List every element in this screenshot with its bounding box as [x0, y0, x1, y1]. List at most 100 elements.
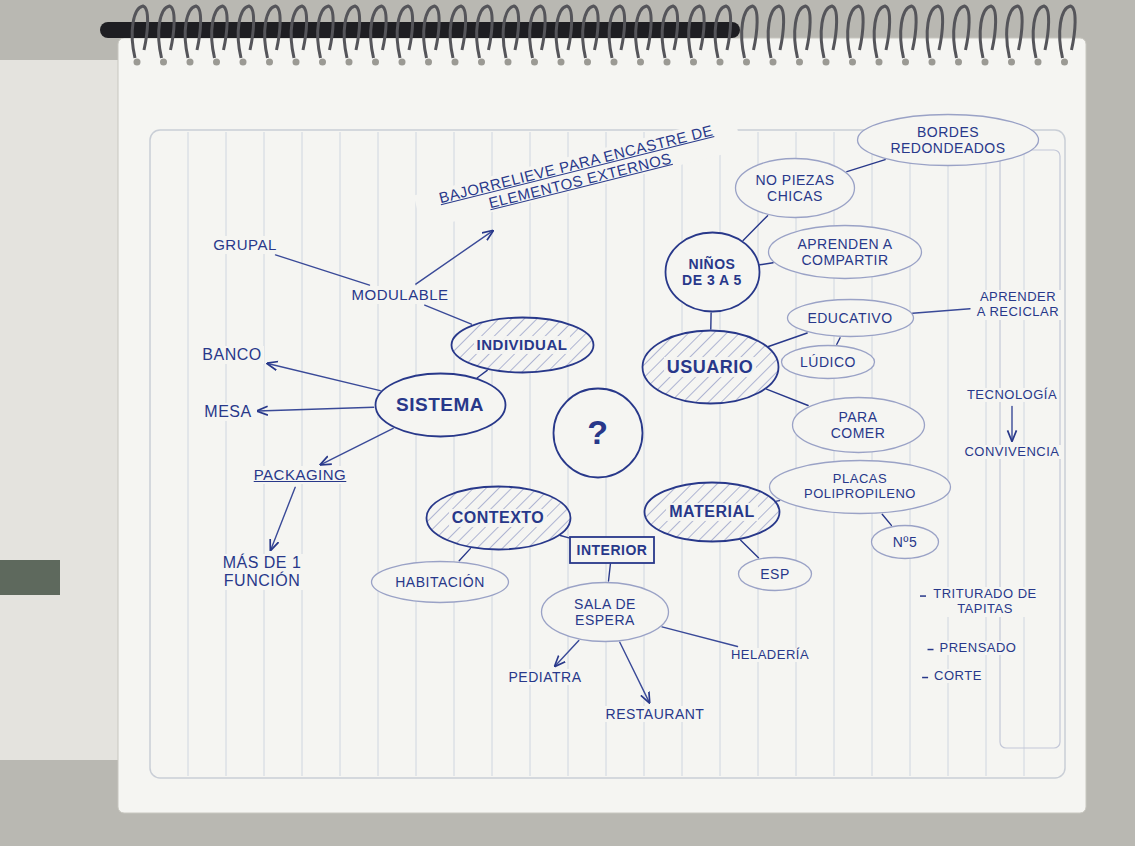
bubble-label: PLACAS POLIPROPILENO — [798, 472, 923, 502]
punch-hole — [452, 59, 459, 66]
leader-line — [321, 428, 393, 464]
spiral-ring — [556, 6, 571, 58]
ruled-line — [416, 132, 417, 776]
idea-bubble: BORDES REDONDEADOS — [856, 113, 1040, 167]
idea-bubble: ? — [552, 387, 644, 479]
idea-bubble: PARA COMER — [791, 396, 926, 454]
ruled-line — [682, 132, 683, 776]
punch-hole — [531, 59, 538, 66]
punch-hole — [902, 59, 909, 66]
spiral-ring — [636, 6, 651, 58]
bubble-text: PLACAS POLIPROPILENO — [798, 472, 923, 502]
spiral-ring — [662, 6, 677, 58]
leader-line — [258, 407, 374, 411]
punch-hole — [770, 59, 777, 66]
idea-bubble: HABITACIÓN — [370, 560, 510, 604]
spiral-ring — [397, 6, 412, 58]
bubble-label: INDIVIDUAL — [474, 336, 571, 353]
bubble-label: Nº5 — [893, 534, 918, 550]
paper-sheet — [118, 38, 1086, 813]
spiral-ring — [954, 6, 969, 58]
ruled-line — [264, 132, 265, 776]
punch-hole — [849, 59, 856, 66]
leader-line — [662, 627, 738, 647]
bubble-label: NO PIEZAS CHICAS — [755, 172, 835, 204]
back-page — [0, 60, 125, 760]
bubble-connector — [767, 389, 809, 405]
bubble-connector — [882, 514, 891, 525]
spiral-ring — [689, 6, 704, 58]
punch-hole — [505, 59, 512, 66]
spiral-ring — [265, 6, 280, 58]
punch-hole — [134, 59, 141, 66]
idea-bubble: CONTEXTO — [425, 485, 572, 551]
idea-bubble: MATERIAL — [643, 481, 781, 543]
bubble-label: INTERIOR — [577, 542, 648, 558]
punch-hole — [796, 59, 803, 66]
bubble-label: USUARIO — [664, 357, 757, 378]
ruled-line — [226, 132, 227, 776]
bubble-text: SALA DE ESPERA — [565, 596, 645, 628]
punch-hole — [478, 59, 485, 66]
bubble-text: NIÑOS DE 3 A 5 — [681, 256, 743, 288]
bubble-connector — [837, 338, 840, 345]
punch-hole — [399, 59, 406, 66]
note-text: MODULABLE — [349, 286, 450, 303]
bubble-text: EDUCATIVO — [807, 310, 892, 326]
leader-line — [913, 309, 970, 314]
note-text: RESTAURANT — [604, 706, 707, 722]
bubble-text: INTERIOR — [577, 542, 648, 558]
note-label: PEDIATRA — [507, 669, 584, 685]
ruled-line — [644, 132, 645, 776]
punch-hole — [293, 59, 300, 66]
punch-hole — [346, 59, 353, 66]
bubble-label: LÚDICO — [800, 354, 856, 370]
note-text: GRUPAL — [211, 236, 279, 253]
bubble-label: NIÑOS DE 3 A 5 — [681, 256, 743, 288]
spiral-binding — [132, 6, 1075, 66]
idea-bubble: Nº5 — [870, 524, 940, 560]
ruled-frame — [150, 130, 1065, 778]
bubble-label: ? — [587, 413, 608, 452]
bubble-label: CONTEXTO — [449, 509, 548, 527]
punch-hole — [611, 59, 618, 66]
ruled-line — [454, 132, 455, 776]
punch-hole — [955, 59, 962, 66]
bubble-connector — [609, 564, 611, 581]
bubble-text: ESP — [760, 566, 790, 582]
ruled-line — [758, 132, 759, 776]
note-text: HELADERÍA — [729, 648, 811, 663]
bubble-label: PARA COMER — [813, 409, 903, 441]
bubble-connector — [459, 549, 470, 561]
spiral-ring — [424, 6, 439, 58]
spiral-ring — [477, 6, 492, 58]
idea-bubble: SALA DE ESPERA — [540, 581, 670, 643]
note-label: HELADERÍA — [729, 648, 811, 663]
note-label: CORTE — [932, 669, 984, 684]
idea-bubble: ESP — [737, 556, 813, 592]
note-text: TECNOLOGÍA — [965, 388, 1059, 403]
spiral-ring — [1060, 6, 1075, 58]
punch-hole — [240, 59, 247, 66]
bubble-connector — [777, 500, 780, 502]
bubble-text: HABITACIÓN — [395, 574, 485, 590]
spiral-ring — [1033, 6, 1048, 58]
bubble-text: Nº5 — [893, 534, 918, 550]
punch-hole — [637, 59, 644, 66]
note-label: CONVIVENCIA — [962, 445, 1061, 460]
punch-hole — [558, 59, 565, 66]
note-label: TECNOLOGÍA — [965, 388, 1059, 403]
ruled-line — [796, 132, 797, 776]
spiral-ring — [238, 6, 253, 58]
spiral-ring — [318, 6, 333, 58]
note-label: RESTAURANT — [604, 706, 707, 722]
ruled-line — [492, 132, 493, 776]
bubble-label: HABITACIÓN — [395, 574, 485, 590]
spiral-ring — [450, 6, 465, 58]
idea-bubble: SISTEMA — [374, 372, 507, 438]
bubble-text: SISTEMA — [396, 394, 484, 416]
note-label: PACKAGING — [252, 466, 349, 483]
spiral-ring — [715, 6, 730, 58]
ruled-line — [302, 132, 303, 776]
punch-hole — [743, 59, 750, 66]
